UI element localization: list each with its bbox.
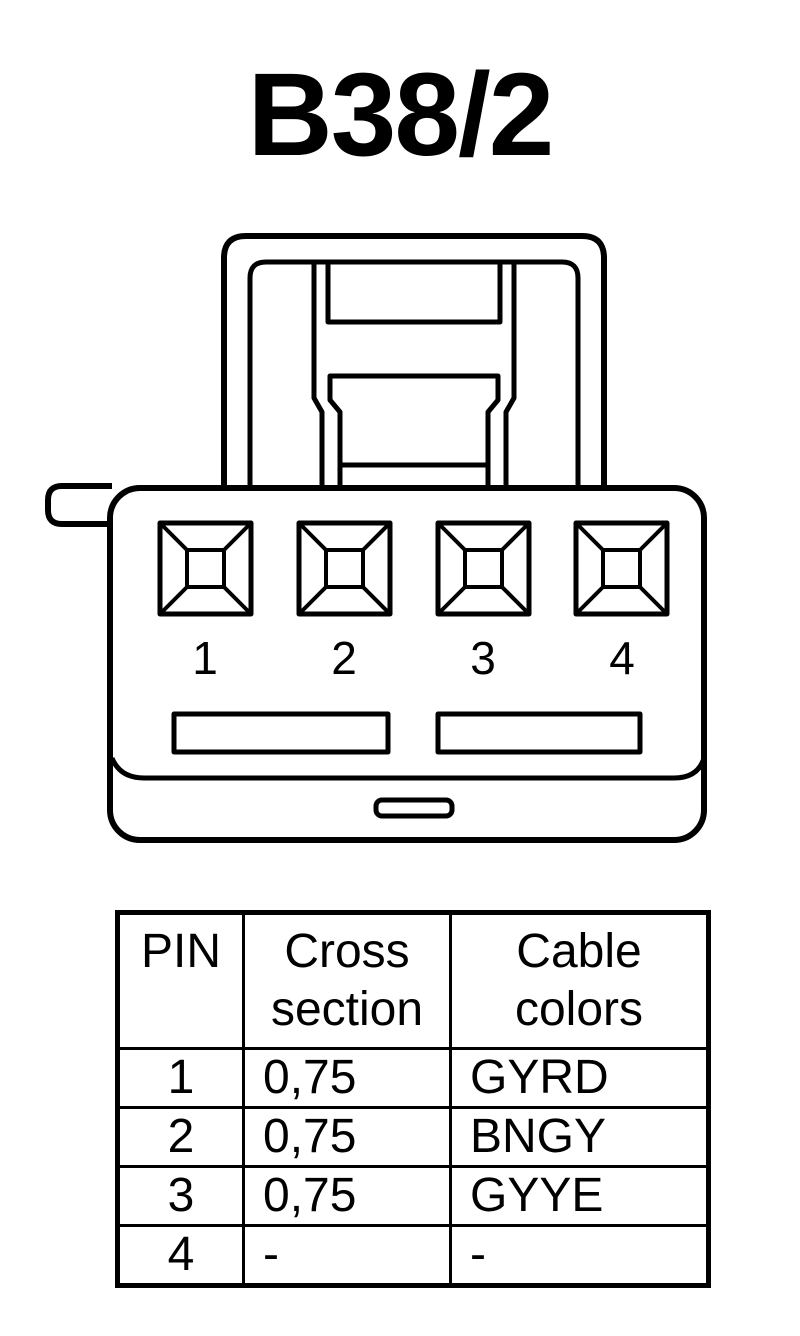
connector-diagram: 1 2 3 4 bbox=[45, 233, 707, 843]
pin-assignment-table: PIN Cross section Cable colors 1 0,75 GY… bbox=[115, 910, 711, 1288]
latch-tongue bbox=[311, 262, 517, 490]
cell-pin: 4 bbox=[116, 1224, 245, 1287]
cell-cable-color: GYYE bbox=[449, 1165, 710, 1227]
pin-label-3: 3 bbox=[470, 632, 496, 684]
cell-cross-section: 0,75 bbox=[242, 1047, 452, 1109]
latch-frame-inner bbox=[247, 259, 581, 490]
table-row: 4 - - bbox=[116, 1224, 710, 1287]
cell-pin: 1 bbox=[116, 1047, 245, 1109]
connector-title: B38/2 bbox=[247, 49, 555, 181]
table-row: 2 0,75 BNGY bbox=[116, 1106, 710, 1168]
cell-cable-color: BNGY bbox=[449, 1106, 710, 1168]
pin-cavity-4 bbox=[573, 520, 670, 617]
header-pin: PIN bbox=[116, 911, 245, 1050]
pin-cavity-3 bbox=[435, 520, 532, 617]
housing-slot-left bbox=[171, 711, 391, 755]
cell-cable-color: - bbox=[449, 1224, 710, 1287]
side-tab bbox=[45, 483, 112, 527]
table-row: 1 0,75 GYRD bbox=[116, 1047, 710, 1109]
pin-label-4: 4 bbox=[609, 632, 635, 684]
pin-label-2: 2 bbox=[331, 632, 357, 684]
pin-cavity-2 bbox=[296, 520, 393, 617]
pin-cavity-1 bbox=[157, 520, 254, 617]
cell-pin: 3 bbox=[116, 1165, 245, 1227]
housing-bottom-notch bbox=[373, 797, 455, 819]
housing-step-line bbox=[109, 756, 707, 781]
table-row: 3 0,75 GYYE bbox=[116, 1165, 710, 1227]
header-cable-colors: Cable colors bbox=[449, 911, 710, 1050]
cell-cross-section: - bbox=[242, 1224, 452, 1287]
cell-cross-section: 0,75 bbox=[242, 1106, 452, 1168]
latch-tongue-inner bbox=[325, 262, 503, 490]
pin-label-1: 1 bbox=[192, 632, 218, 684]
connector-housing bbox=[107, 485, 707, 843]
housing-slot-right bbox=[435, 711, 643, 755]
latch-frame-outer bbox=[221, 233, 607, 490]
header-cross-section: Cross section bbox=[242, 911, 452, 1050]
table-header-row: PIN Cross section Cable colors bbox=[116, 911, 710, 1050]
cell-cross-section: 0,75 bbox=[242, 1165, 452, 1227]
cell-cable-color: GYRD bbox=[449, 1047, 710, 1109]
cell-pin: 2 bbox=[116, 1106, 245, 1168]
